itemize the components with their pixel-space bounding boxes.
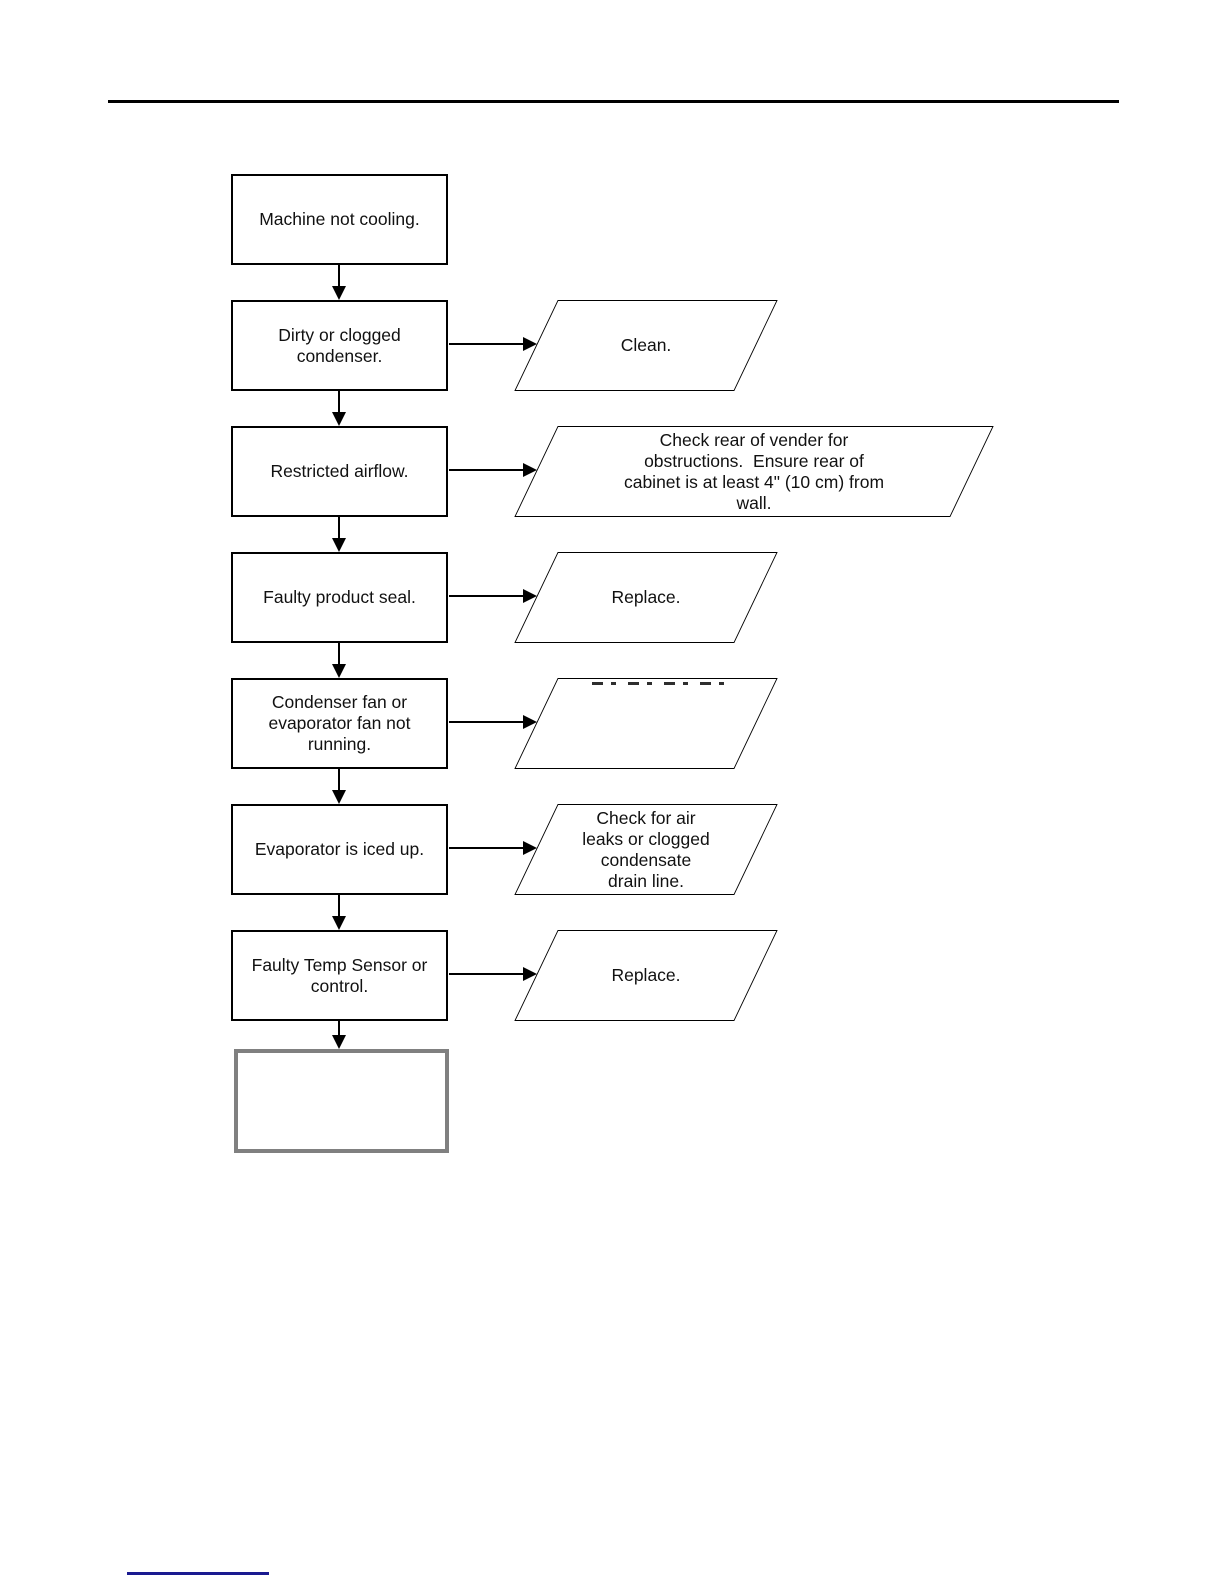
down-arrow-4 — [332, 643, 346, 678]
down-arrow-2 — [332, 391, 346, 426]
arrow-stem — [449, 721, 523, 723]
arrow-head-icon — [332, 1035, 346, 1049]
right-arrow-check-rear — [449, 463, 537, 477]
action-label: Check rear of vender for obstructions. E… — [623, 429, 885, 513]
flow-node-label: Evaporator is iced up. — [254, 839, 425, 859]
arrow-stem — [449, 847, 523, 849]
right-arrow-check-air-leaks — [449, 841, 537, 855]
flow-node-machine-not-cooling: Machine not cooling. — [231, 174, 448, 265]
arrow-stem — [338, 769, 340, 791]
arrow-head-icon — [332, 538, 346, 552]
arrow-head-icon — [332, 412, 346, 426]
right-arrow-fan-action — [449, 715, 537, 729]
arrow-stem — [338, 1021, 340, 1036]
flow-node-empty-end — [234, 1049, 449, 1153]
flow-node-faulty-product-seal: Faulty product seal. — [231, 552, 448, 643]
arrow-stem — [338, 643, 340, 665]
arrow-stem — [338, 895, 340, 917]
down-arrow-5 — [332, 769, 346, 804]
arrow-stem — [449, 595, 523, 597]
flow-node-label: Condenser fan or evaporator fan not runn… — [268, 692, 411, 754]
flow-node-faulty-temp-sensor: Faulty Temp Sensor or control. — [231, 930, 448, 1021]
action-parallelogram-clean: Clean. — [514, 300, 778, 391]
flow-node-restricted-airflow: Restricted airflow. — [231, 426, 448, 517]
flow-node-label: Dirty or clogged condenser. — [278, 324, 401, 366]
action-parallelogram-check-air-leaks: Check for air leaks or clogged condensat… — [514, 804, 778, 895]
down-arrow-6 — [332, 895, 346, 930]
right-arrow-clean — [449, 337, 537, 351]
arrow-head-icon — [523, 463, 537, 477]
clipped-text-fragments — [592, 682, 728, 685]
arrow-head-icon — [523, 841, 537, 855]
arrow-head-icon — [523, 967, 537, 981]
flow-node-fan-not-running: Condenser fan or evaporator fan not runn… — [231, 678, 448, 769]
arrow-stem — [338, 265, 340, 287]
arrow-head-icon — [523, 589, 537, 603]
down-arrow-3 — [332, 517, 346, 552]
action-label — [536, 678, 756, 769]
arrow-stem — [449, 343, 523, 345]
action-parallelogram-check-rear: Check rear of vender for obstructions. E… — [514, 426, 994, 517]
down-arrow-7 — [332, 1021, 346, 1049]
flow-node-label: Machine not cooling. — [259, 209, 420, 229]
action-label: Clean. — [620, 335, 672, 355]
arrow-head-icon — [332, 664, 346, 678]
down-arrow-1 — [332, 265, 346, 300]
arrow-head-icon — [332, 790, 346, 804]
action-parallelogram-fan-clipped — [514, 678, 778, 769]
flow-node-label: Faulty product seal. — [263, 587, 416, 607]
arrow-head-icon — [332, 286, 346, 300]
action-parallelogram-replace-sensor: Replace. — [514, 930, 778, 1021]
action-label: Replace. — [611, 965, 681, 985]
action-label: Check for air leaks or clogged condensat… — [582, 807, 710, 891]
flow-node-label: Restricted airflow. — [270, 461, 409, 481]
arrow-head-icon — [523, 715, 537, 729]
arrow-stem — [449, 469, 523, 471]
arrow-stem — [338, 517, 340, 539]
flow-node-evaporator-iced: Evaporator is iced up. — [231, 804, 448, 895]
flow-node-dirty-condenser: Dirty or clogged condenser. — [231, 300, 448, 391]
header-divider-rule — [108, 100, 1119, 103]
arrow-stem — [338, 391, 340, 413]
arrow-head-icon — [332, 916, 346, 930]
action-parallelogram-replace-seal: Replace. — [514, 552, 778, 643]
footer-link-rule — [127, 1572, 269, 1575]
arrow-head-icon — [523, 337, 537, 351]
flow-node-label: Faulty Temp Sensor or control. — [251, 954, 428, 996]
right-arrow-replace-sensor — [449, 967, 537, 981]
action-label: Replace. — [611, 587, 681, 607]
right-arrow-replace-seal — [449, 589, 537, 603]
arrow-stem — [449, 973, 523, 975]
